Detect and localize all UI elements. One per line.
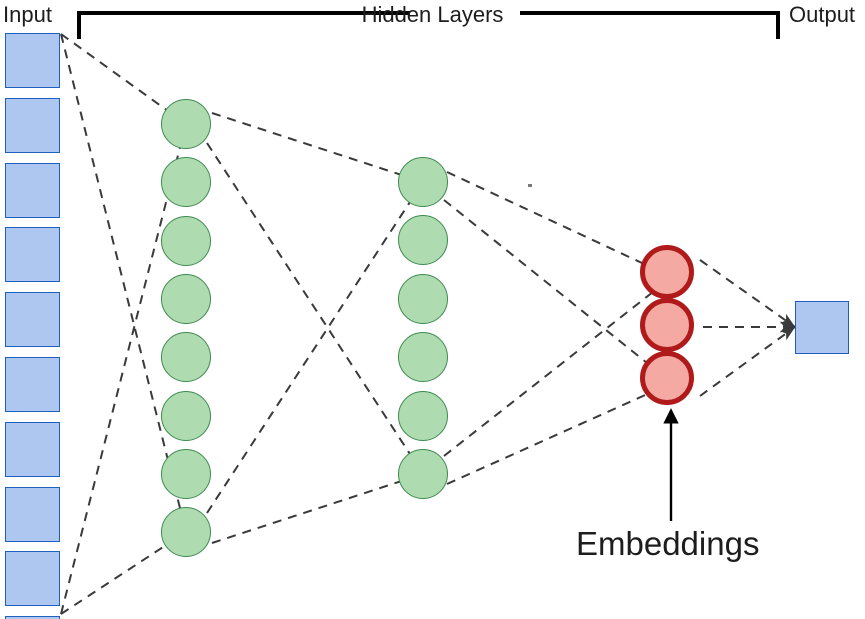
embeddings-node-3[interactable]	[640, 351, 694, 405]
connection-line	[446, 382, 673, 485]
hidden-2-node-5[interactable]	[398, 390, 448, 441]
hidden-2-node-2[interactable]	[398, 215, 448, 266]
output-label: Output	[789, 2, 856, 27]
input-node-1[interactable]	[5, 33, 60, 88]
connection-line	[446, 171, 673, 278]
hidden-1-node-3[interactable]	[161, 215, 211, 266]
hidden-1-node-5[interactable]	[161, 332, 211, 383]
hidden-2-node-1[interactable]	[398, 157, 448, 207]
stray-dot	[528, 184, 532, 187]
connection-line	[699, 259, 796, 328]
embeddings-label: Embeddings	[576, 525, 760, 562]
hidden-2-node-6[interactable]	[398, 449, 448, 499]
input-node-7[interactable]	[5, 421, 60, 477]
input-label: Input	[3, 2, 52, 27]
input-node-4[interactable]	[5, 227, 60, 283]
hidden-1-node-7[interactable]	[161, 448, 211, 499]
output-node-1[interactable]	[795, 301, 849, 354]
connection-line	[443, 276, 673, 457]
connection-line	[206, 181, 424, 514]
hidden-1-node-4[interactable]	[161, 273, 211, 324]
hidden-1-node-8[interactable]	[161, 507, 211, 558]
hidden-layers-label: Hidden Layers	[361, 2, 504, 27]
hidden-1-node-6[interactable]	[161, 390, 211, 441]
input-node-5[interactable]	[5, 292, 60, 348]
hidden-2-node-4[interactable]	[398, 332, 448, 383]
input-node-6[interactable]	[5, 357, 60, 412]
connection-line	[211, 473, 424, 544]
connection-line	[699, 326, 796, 397]
hidden-2-node-3[interactable]	[398, 273, 448, 324]
input-node-2[interactable]	[5, 97, 60, 153]
hidden-1-node-2[interactable]	[161, 157, 211, 208]
embeddings-node-1[interactable]	[640, 245, 694, 299]
input-node-3[interactable]	[5, 162, 60, 218]
hidden-1-node-1[interactable]	[161, 99, 211, 149]
input-node-8[interactable]	[5, 486, 60, 542]
input-node-9[interactable]	[5, 551, 60, 607]
connection-line	[211, 112, 424, 183]
connection-line	[206, 142, 424, 475]
embeddings-node-2[interactable]	[640, 298, 694, 352]
connection-line	[443, 199, 673, 384]
input-node-10[interactable]	[5, 616, 60, 619]
